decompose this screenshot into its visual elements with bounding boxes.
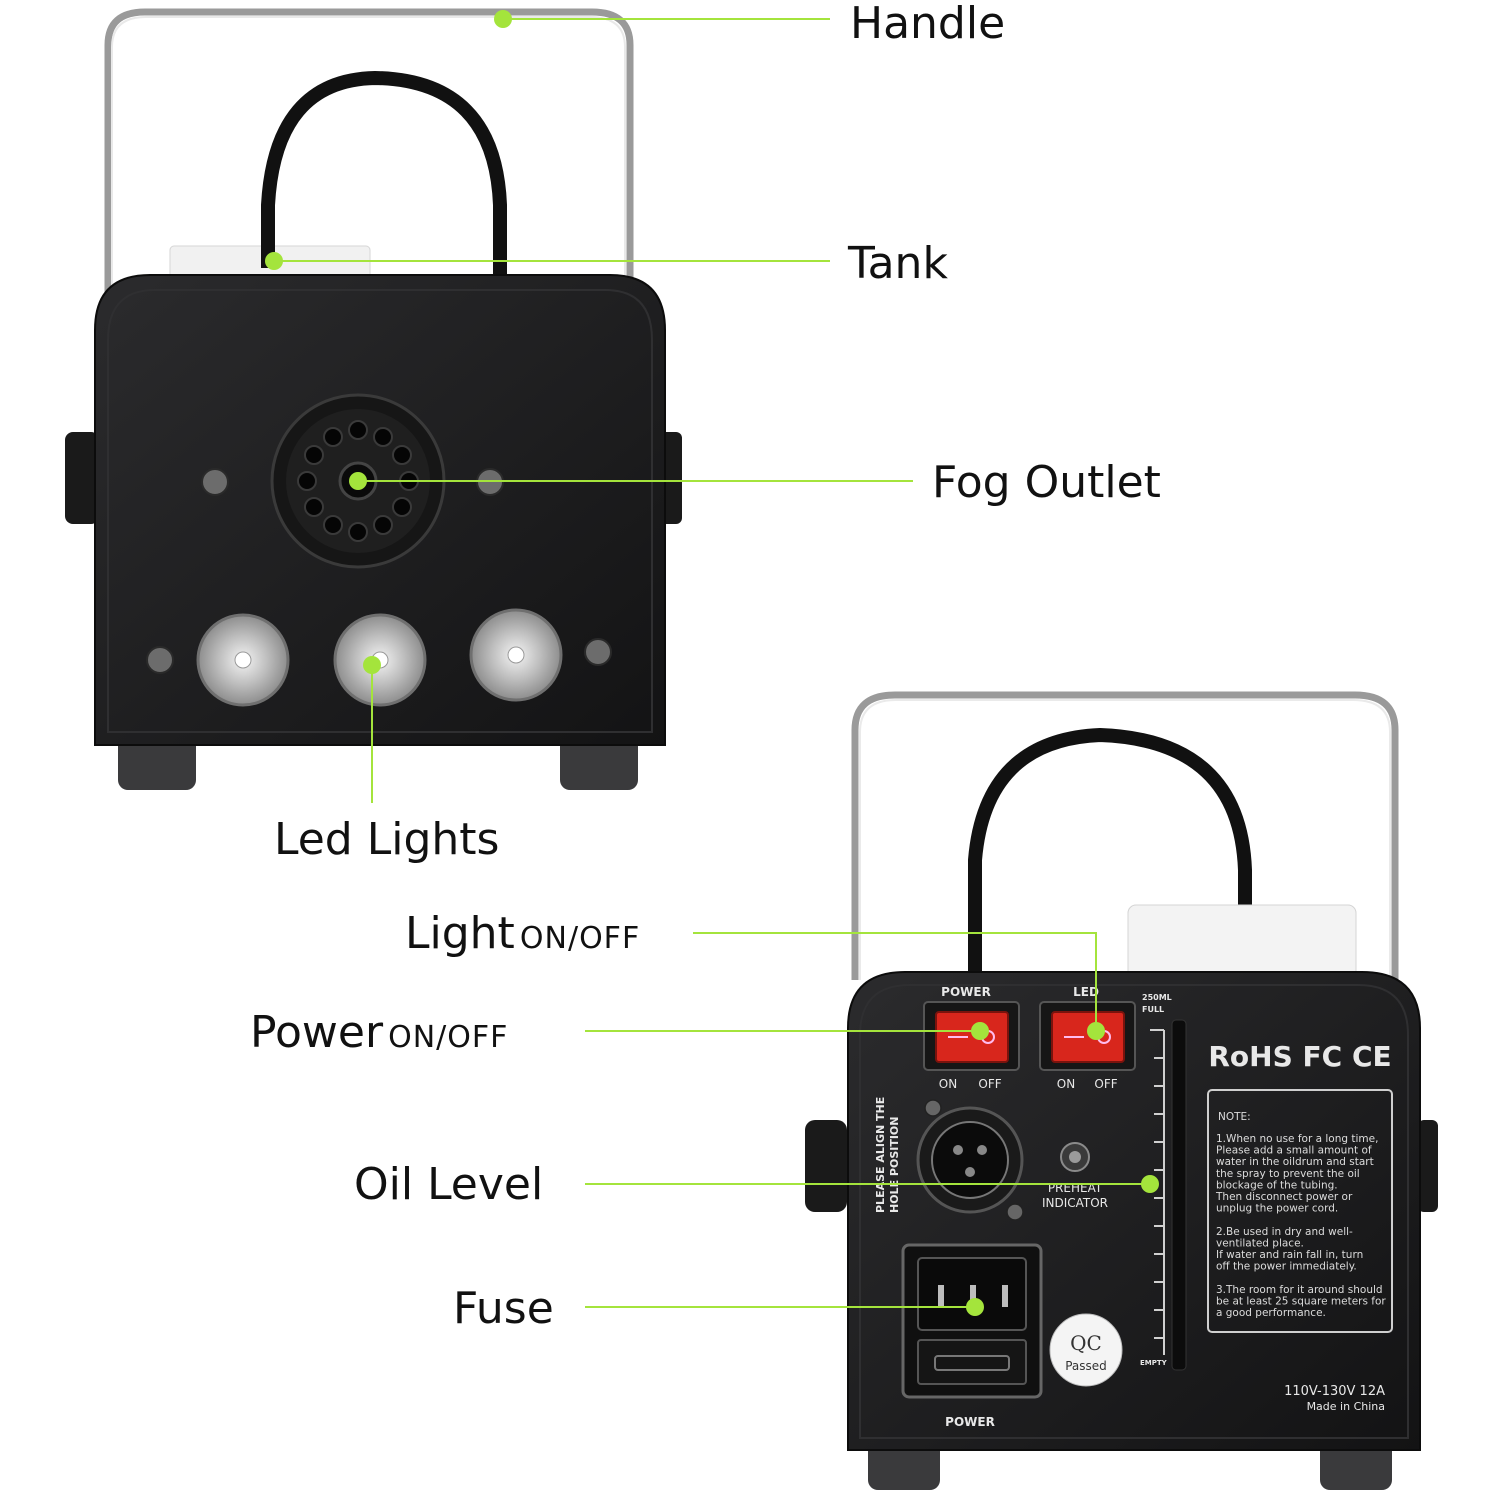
callout-line-light-switch — [693, 932, 1097, 1031]
label-power-switch: Power ON/OFF — [250, 1011, 508, 1055]
label-fog-outlet: Fog Outlet — [932, 457, 1161, 508]
led-switch-label: LED — [1073, 985, 1099, 999]
note-line: 3.The room for it around should — [1216, 1284, 1383, 1296]
led-light — [469, 608, 563, 702]
label-oil-level: Oil Level — [354, 1159, 544, 1210]
oil-level-gauge — [1171, 1019, 1187, 1371]
callout-dot-light-switch — [1087, 1022, 1105, 1040]
side-knob — [65, 432, 99, 524]
qc-passed-label: Passed — [1065, 1359, 1107, 1373]
label-handle: Handle — [850, 0, 1006, 49]
foot — [118, 735, 196, 790]
voltage-rating: 110V-130V 12A — [1284, 1384, 1385, 1399]
cable — [968, 727, 1252, 990]
note-title: NOTE: — [1218, 1111, 1251, 1123]
note-line: If water and rain fall in, turn — [1216, 1249, 1363, 1261]
note-line: water in the oildrum and start — [1216, 1156, 1374, 1168]
label-light-switch: Light ON/OFF — [405, 912, 640, 956]
callout-dot-oil-level — [1141, 1175, 1159, 1193]
led-off-label: OFF — [1094, 1077, 1117, 1091]
align-text-line1: PLEASE ALIGN THE — [874, 1097, 887, 1213]
callout-dot-handle — [494, 10, 512, 28]
note-box — [1207, 1089, 1393, 1333]
handle — [851, 691, 1399, 980]
note-line: 1.When no use for a long time, — [1216, 1133, 1378, 1145]
label-light-main: Light — [405, 908, 515, 959]
foot — [1320, 1440, 1392, 1490]
dmx-socket[interactable] — [916, 1106, 1024, 1214]
callout-dot-tank — [265, 252, 283, 270]
gauge-empty-label: EMPTY — [1140, 1359, 1168, 1367]
callout-dot-led-lights — [363, 656, 381, 674]
label-tank: Tank — [848, 238, 948, 289]
note-lines: 1.When no use for a long time,Please add… — [1215, 1133, 1386, 1319]
note-line: Then disconnect power or — [1215, 1191, 1353, 1203]
led-light — [333, 613, 427, 707]
label-light-suffix: ON/OFF — [519, 921, 641, 956]
power-off-label: OFF — [978, 1077, 1001, 1091]
led-on-label: ON — [1057, 1077, 1075, 1091]
made-in-label: Made in China — [1307, 1400, 1385, 1413]
callout-dots — [265, 10, 1159, 1316]
qc-sticker — [1049, 1313, 1123, 1387]
gauge-ticks — [1150, 1029, 1165, 1355]
note-line: off the power immediately. — [1216, 1261, 1357, 1273]
cable — [261, 70, 507, 285]
foot — [868, 1440, 940, 1490]
note-line: a good performance. — [1216, 1307, 1326, 1319]
handle — [104, 8, 634, 305]
note-line: ventilated place. — [1216, 1237, 1304, 1249]
gauge-full-label: 250ML — [1142, 993, 1172, 1002]
note-line: the spray to prevent the oil — [1216, 1168, 1360, 1180]
note-line: 2.Be used in dry and well- — [1216, 1226, 1353, 1238]
gauge-full-sub: FULL — [1142, 1005, 1164, 1014]
power-switch-label: POWER — [941, 985, 991, 999]
led-light — [196, 613, 290, 707]
callout-dot-power-switch — [971, 1022, 989, 1040]
label-power-main: Power — [250, 1007, 384, 1058]
side-knob — [805, 1120, 847, 1212]
side-knob — [1418, 1120, 1438, 1212]
foot — [560, 735, 638, 790]
note-line: blockage of the tubing. — [1216, 1179, 1338, 1191]
label-led-lights: Led Lights — [274, 814, 500, 865]
callout-dot-fuse — [966, 1298, 984, 1316]
align-text-line2: HOLE POSITION — [888, 1117, 901, 1214]
certification-marks: RoHS FC CE — [1208, 1040, 1391, 1073]
preheat-label-line2: INDICATOR — [1042, 1196, 1108, 1210]
note-line: be at least 25 square meters for — [1216, 1295, 1386, 1307]
callout-dot-fog-outlet — [349, 472, 367, 490]
power-on-label: ON — [939, 1077, 957, 1091]
label-fuse: Fuse — [453, 1283, 554, 1334]
power-socket-label: POWER — [945, 1415, 995, 1429]
qc-label: QC — [1070, 1331, 1102, 1355]
label-power-suffix: ON/OFF — [388, 1020, 509, 1055]
note-line: unplug the power cord. — [1216, 1203, 1338, 1215]
note-line: Please add a small amount of — [1216, 1145, 1372, 1157]
back-unit: POWER ON OFF LED ON OFF PLEASE ALIGN THE… — [805, 691, 1438, 1490]
callout-lines — [274, 18, 1150, 1308]
fuse-drawer[interactable] — [917, 1339, 1027, 1385]
